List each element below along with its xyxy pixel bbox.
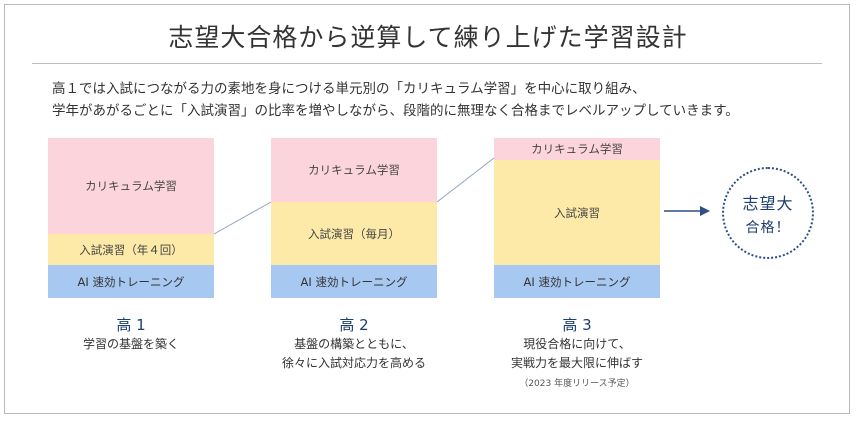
grade-2-heading: 高 2 [339, 316, 369, 334]
grade-3-heading: 高 3 [562, 316, 592, 334]
release-note: （2023 年度リリース予定） [519, 379, 635, 389]
grade-2-desc-line-1: 基盤の構築とともに、 [294, 337, 414, 351]
column-grade-2: カリキュラム学習 入試演習（毎月） AI 速効トレーニング [271, 138, 437, 298]
grade-3-description: 現役合格に向けて、 実戦力を最大限に伸ばす [477, 335, 677, 373]
goal-badge: 志望大 合格！ [722, 167, 814, 259]
curriculum-block: カリキュラム学習 [48, 138, 214, 234]
goal-line-1: 志望大 [742, 193, 794, 213]
page-title: 志望大合格から逆算して練り上げた学習設計 [168, 23, 688, 52]
exam-block: 入試演習 [494, 160, 660, 265]
ai-training-block: AI 速効トレーニング [271, 265, 437, 298]
grade-1-description: 学習の基盤を築く [31, 335, 231, 354]
curriculum-block: カリキュラム学習 [494, 138, 660, 160]
exam-block: 入試演習（毎月） [271, 202, 437, 265]
grade-1-desc-line: 学習の基盤を築く [82, 337, 179, 351]
title-divider [32, 63, 822, 64]
exam-block: 入試演習（年４回） [48, 234, 214, 265]
goal-line-2: 合格！ [745, 219, 791, 236]
column-grade-3: カリキュラム学習 入試演習 AI 速効トレーニング [494, 138, 660, 298]
column-grade-1: カリキュラム学習 入試演習（年４回） AI 速効トレーニング [48, 138, 214, 298]
ai-training-block: AI 速効トレーニング [494, 265, 660, 298]
grade-1-heading: 高 1 [116, 316, 146, 334]
grade-2-desc-line-2: 徐々に入試対応力を高める [281, 356, 426, 370]
intro-line-2: 学年があがるごとに「入試演習」の比率を増やしながら、段階的に無理なく合格までレベ… [52, 103, 739, 119]
ai-training-block: AI 速効トレーニング [48, 265, 214, 298]
grade-2-description: 基盤の構築とともに、 徐々に入試対応力を高める [254, 335, 454, 373]
intro-line-1: 高１では入試につながる力の素地を身につける単元別の「カリキュラム学習」を中心に取… [52, 81, 646, 97]
grade-3-desc-line-1: 現役合格に向けて、 [523, 337, 631, 351]
grade-3-desc-line-2: 実戦力を最大限に伸ばす [510, 356, 643, 370]
curriculum-block: カリキュラム学習 [271, 138, 437, 202]
